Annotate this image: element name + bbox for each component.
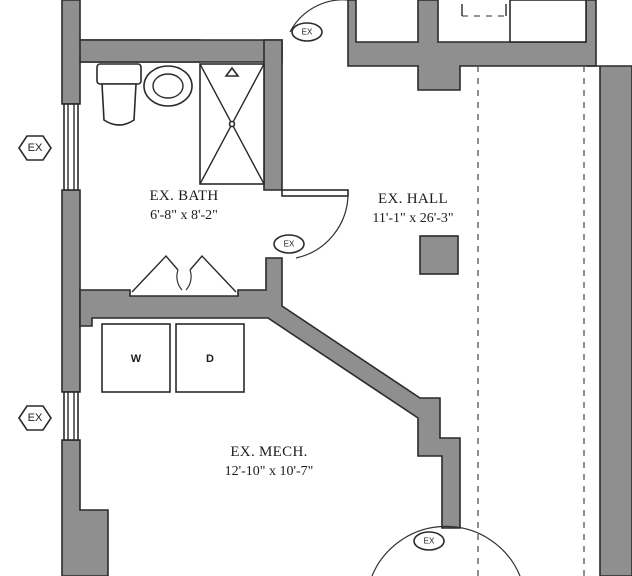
- top-door-swing: [289, 0, 348, 33]
- wall-mech-diagonal: [79, 257, 461, 529]
- hall-dims: 11'-1" x 26'-3": [372, 211, 453, 226]
- hall-column: [419, 235, 459, 275]
- window-tag-upper: EX: [18, 135, 52, 161]
- wall-top-middle: [347, 0, 597, 91]
- upper-right-panel: [509, 0, 587, 43]
- bath-name: EX. BATH: [149, 188, 218, 204]
- toilet-icon: [96, 63, 142, 126]
- bottom-door-swing: [371, 525, 521, 576]
- closet-bifold-door: [131, 254, 237, 293]
- svg-text:EX: EX: [284, 240, 295, 249]
- hall-name: EX. HALL: [378, 191, 448, 207]
- door-tag-bath: EX: [273, 234, 305, 254]
- sink-icon: [143, 65, 193, 107]
- wall-right: [586, 65, 632, 576]
- wall-left-middle: [61, 189, 81, 393]
- door-tag-bottom: EX: [413, 531, 445, 551]
- window-upper: [63, 103, 79, 191]
- dryer: D: [175, 323, 245, 393]
- svg-text:D: D: [206, 353, 214, 365]
- wall-top-bath: [79, 39, 283, 63]
- wall-left-lower: [61, 439, 109, 576]
- svg-text:EX: EX: [28, 142, 43, 154]
- mech-dims: 12'-10" x 10'-7": [225, 464, 314, 479]
- bath-dims: 6'-8" x 8'-2": [150, 208, 218, 223]
- window-lower: [63, 391, 79, 441]
- bath-door: [281, 189, 349, 259]
- wall-bath-right-upper: [263, 39, 283, 191]
- washer: W: [101, 323, 171, 393]
- svg-text:EX: EX: [302, 28, 313, 37]
- shower-icon: [199, 63, 265, 185]
- mech-name: EX. MECH.: [230, 444, 307, 460]
- svg-text:W: W: [131, 353, 142, 365]
- door-tag-top: EX: [291, 22, 323, 42]
- window-tag-lower: EX: [18, 405, 52, 431]
- svg-text:EX: EX: [28, 412, 43, 424]
- svg-text:EX: EX: [424, 537, 435, 546]
